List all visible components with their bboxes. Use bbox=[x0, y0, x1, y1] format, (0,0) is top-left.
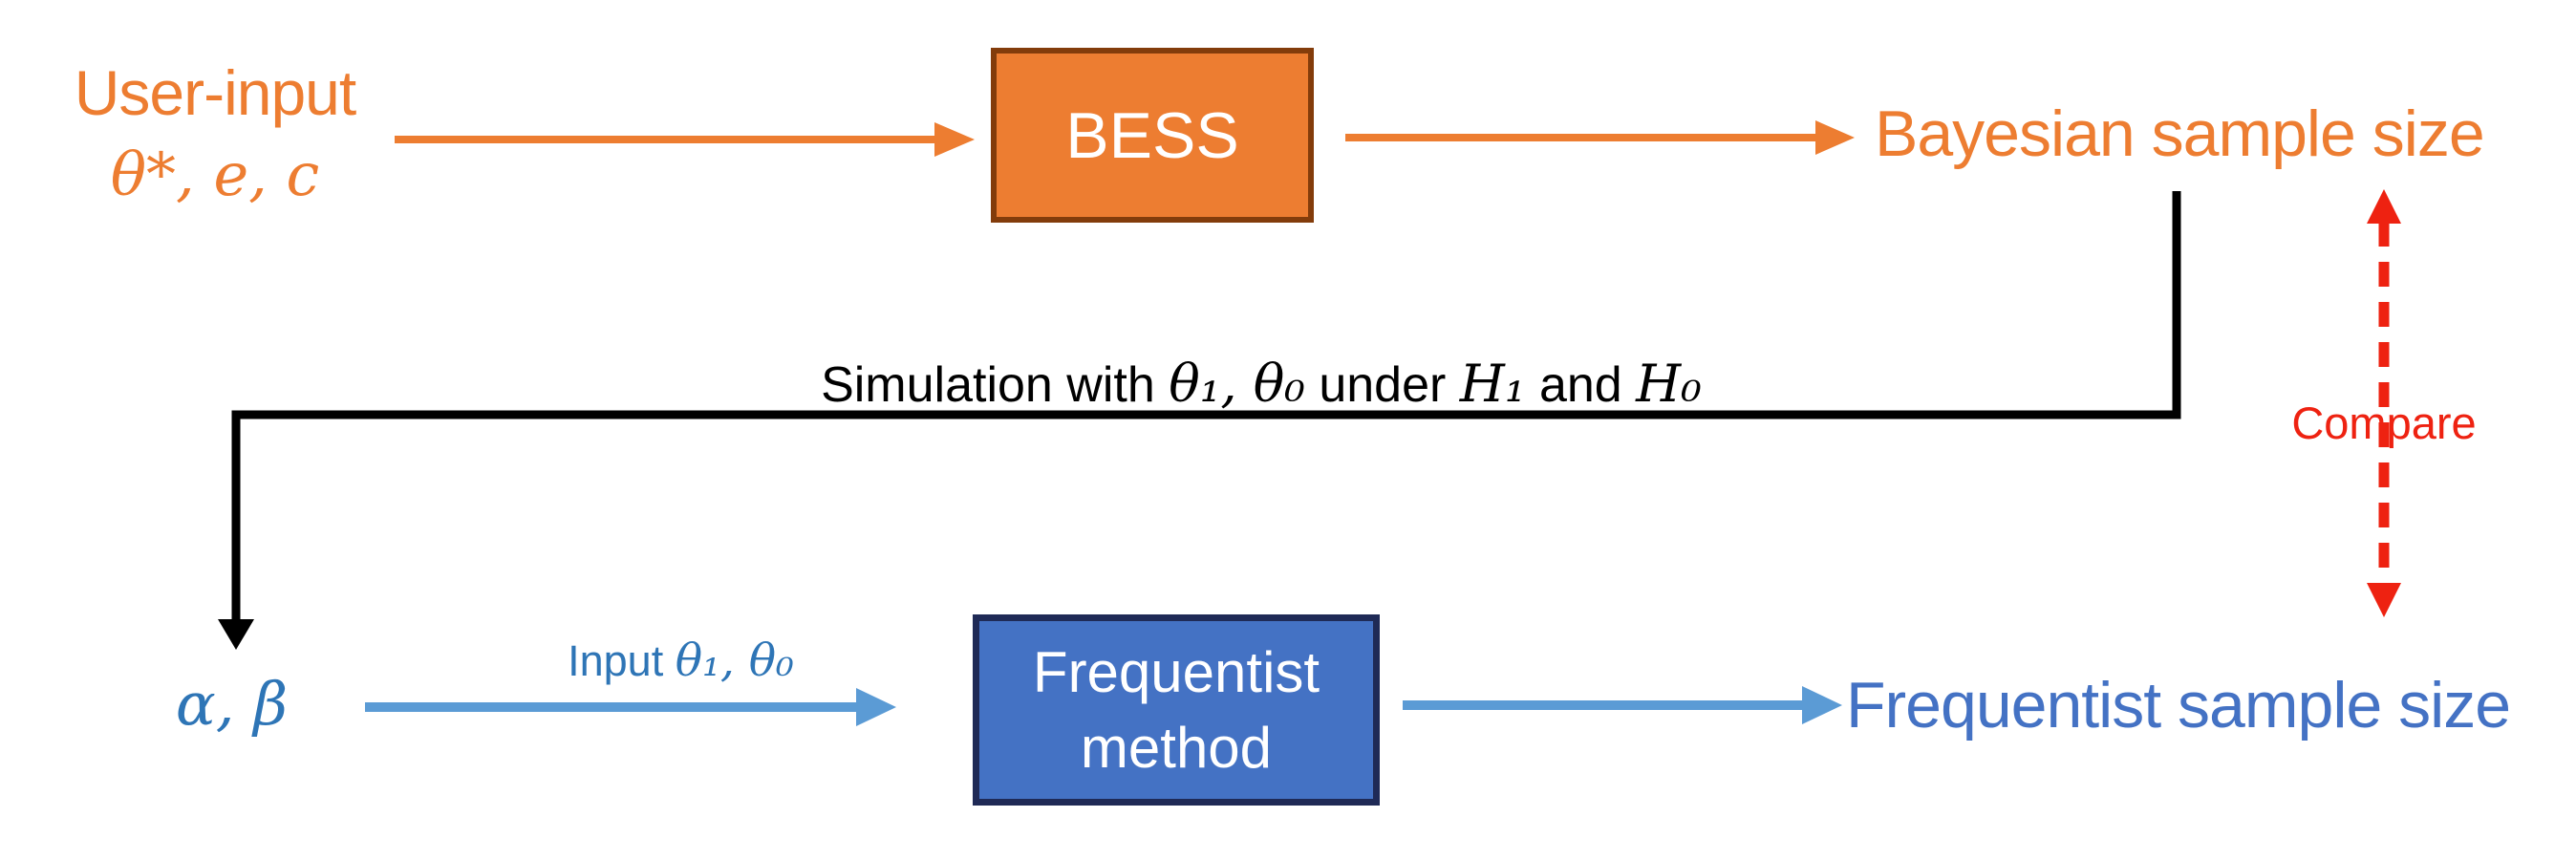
frequentist-box-line1: Frequentist bbox=[1032, 640, 1320, 704]
bess-box: BESS bbox=[991, 48, 1314, 223]
frequentist-method-box: Frequentist method bbox=[973, 614, 1380, 806]
arrow-freq-to-output-head bbox=[1802, 686, 1842, 724]
user-input-title: User-input bbox=[74, 57, 356, 128]
input-math-theta: θ₁, θ₀ bbox=[675, 634, 794, 687]
compare-label: Compare bbox=[2291, 398, 2477, 448]
simulation-text-2: under bbox=[1304, 357, 1460, 413]
input-text: Input bbox=[568, 636, 676, 685]
simulation-math-h0: H₀ bbox=[1636, 354, 1702, 414]
simulation-path-line bbox=[231, 191, 2181, 621]
frequentist-box-line2: method bbox=[1080, 716, 1273, 780]
bayesian-sample-size-label: Bayesian sample size bbox=[1875, 97, 2485, 170]
alpha-beta-label: α, β bbox=[175, 669, 289, 739]
simulation-math-theta: θ₁, θ₀ bbox=[1169, 354, 1305, 414]
compare-arrow-head-top bbox=[2367, 189, 2401, 224]
simulation-math-h1: H₁ bbox=[1459, 354, 1526, 414]
simulation-edge-label: Simulation with θ₁, θ₀ under H₁ and H₀ bbox=[784, 355, 1739, 414]
simulation-text-3: and bbox=[1525, 357, 1637, 413]
arrow-alphabeta-to-freq-head bbox=[856, 688, 896, 726]
bess-box-label: BESS bbox=[1065, 98, 1239, 172]
simulation-text-1: Simulation with bbox=[821, 357, 1170, 413]
input-edge-label: Input θ₁, θ₀ bbox=[516, 634, 846, 688]
simulation-path-arrowhead bbox=[218, 619, 254, 650]
compare-arrow-head-bottom bbox=[2367, 583, 2401, 617]
user-input-node: User-input θ*, e, c bbox=[57, 51, 373, 215]
arrow-bess-to-bayesian-head bbox=[1815, 120, 1855, 155]
arrow-userinput-to-bess-head bbox=[934, 122, 975, 157]
user-input-params: θ*, e, c bbox=[110, 140, 320, 209]
frequentist-sample-size-label: Frequentist sample size bbox=[1846, 669, 2511, 742]
